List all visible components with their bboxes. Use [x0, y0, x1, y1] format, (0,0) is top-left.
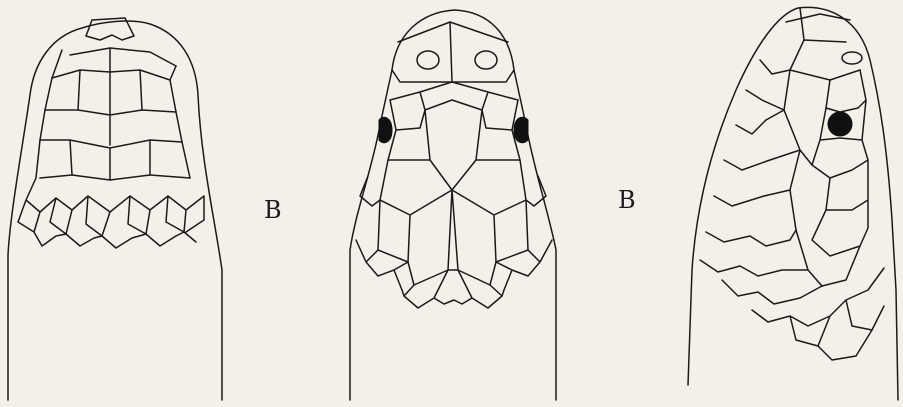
lateral-side-scales: [700, 60, 884, 360]
dorsal-view-head: [8, 18, 222, 400]
lateral-outline: [688, 7, 898, 400]
ventral-top-shields: [392, 22, 514, 82]
lateral-view-head: [688, 7, 898, 400]
ventral-view-head: [350, 10, 556, 400]
ventral-lower-scales: [356, 176, 552, 308]
nostril-right: [475, 51, 497, 69]
eye-right: [514, 117, 528, 143]
ventral-mid-plates: [378, 82, 528, 285]
lateral-snout: [786, 8, 860, 80]
dorsal-lateral-scales: [18, 50, 204, 248]
lateral-nostril: [842, 52, 862, 64]
eye-left: [379, 117, 392, 143]
lateral-head-shields: [764, 70, 868, 270]
dorsal-outline: [8, 21, 222, 400]
nostril-left: [417, 51, 439, 69]
lateral-eye: [828, 112, 852, 136]
figure-label-b-left: B: [264, 196, 282, 224]
figure-label-b-right: B: [618, 186, 636, 214]
dorsal-plate-lines: [40, 48, 190, 180]
